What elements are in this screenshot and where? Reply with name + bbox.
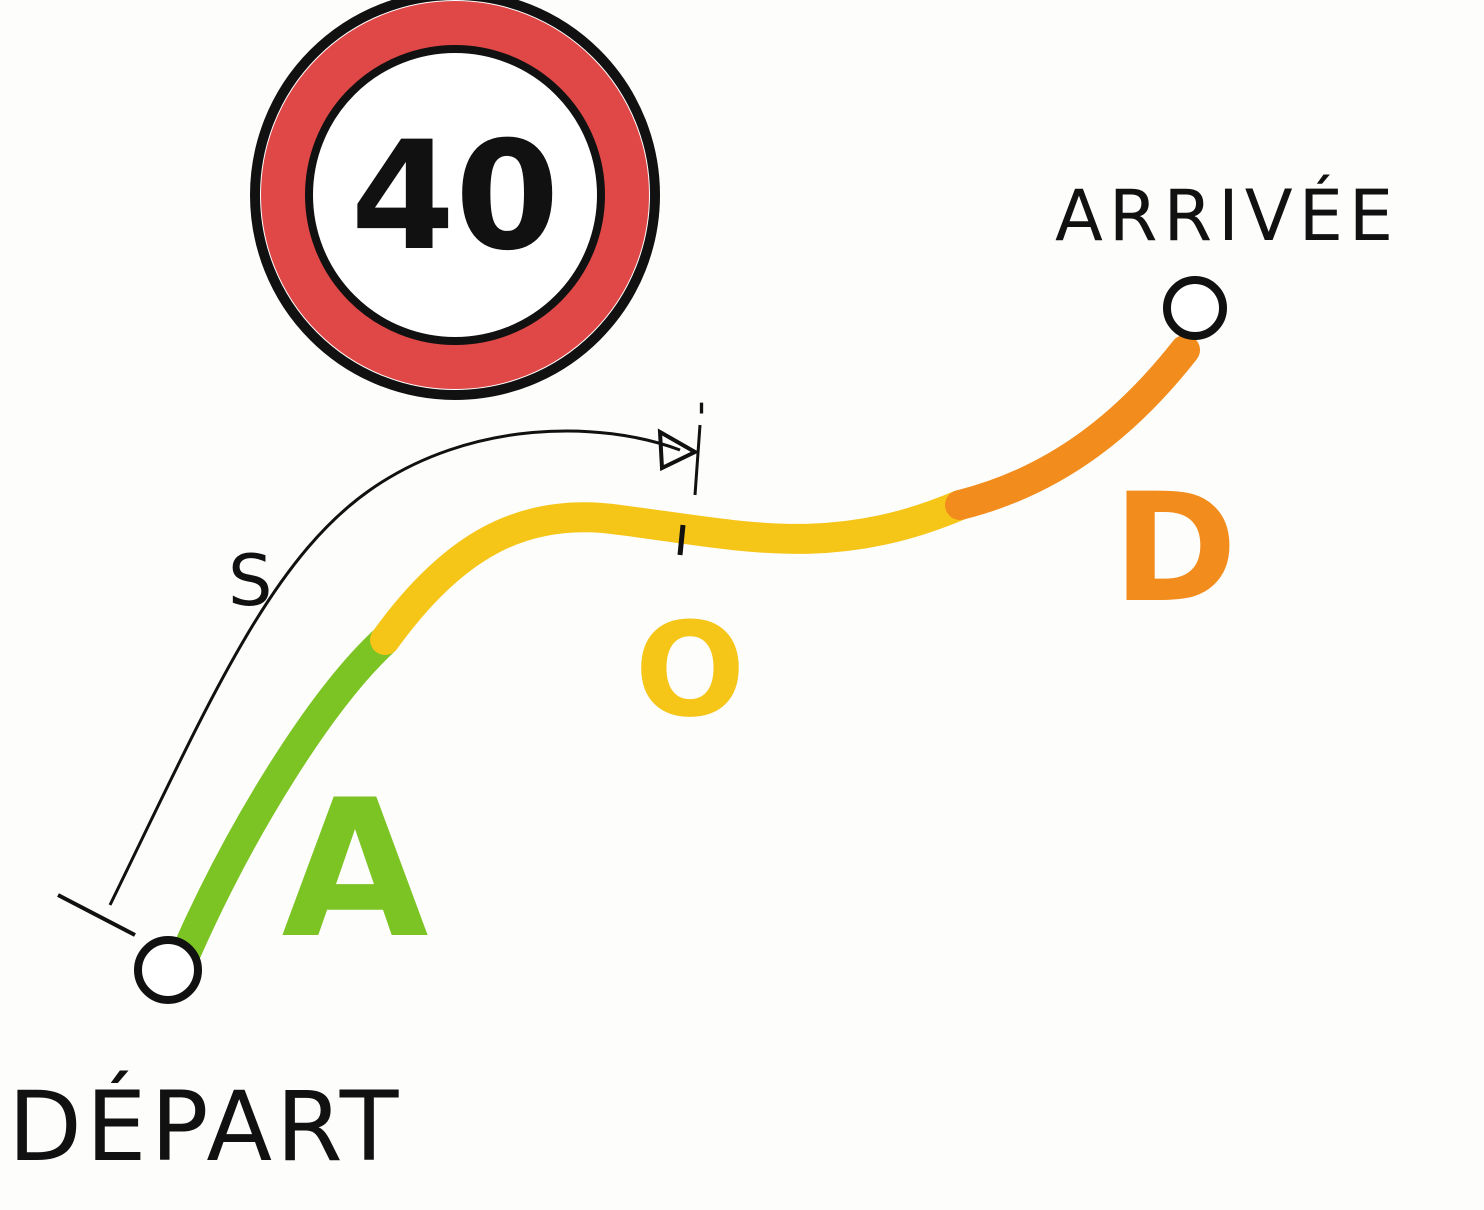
end-label: ARRIVÉE (1055, 175, 1399, 257)
distance-prime-mark: ' (696, 396, 707, 442)
route-segment-a (170, 625, 400, 970)
distance-arrow: S ' (57, 396, 707, 937)
segment-letter-a: A (281, 759, 428, 980)
distance-label: S (228, 540, 272, 622)
end-point-marker (1163, 276, 1227, 340)
route-segment-d (945, 335, 1200, 520)
route-path (170, 335, 1200, 970)
segment-letter-d: D (1113, 462, 1238, 636)
segment-letter-o: O (635, 594, 746, 746)
speed-sign-value: 40 (351, 110, 560, 284)
distance-arrow-line (108, 429, 681, 906)
speed-sign-red-ring (261, 1, 649, 389)
speed-limit-sign: 40 (250, 0, 660, 400)
arrow-head-icon (657, 428, 700, 472)
route-segment-o (370, 490, 975, 655)
distance-end-tick (693, 424, 702, 496)
speed-sign-inner-border (305, 45, 605, 345)
midpoint-tick (677, 524, 686, 556)
start-label: DÉPART (8, 1070, 402, 1183)
distance-start-tick (57, 893, 136, 937)
start-point-marker (134, 936, 202, 1004)
